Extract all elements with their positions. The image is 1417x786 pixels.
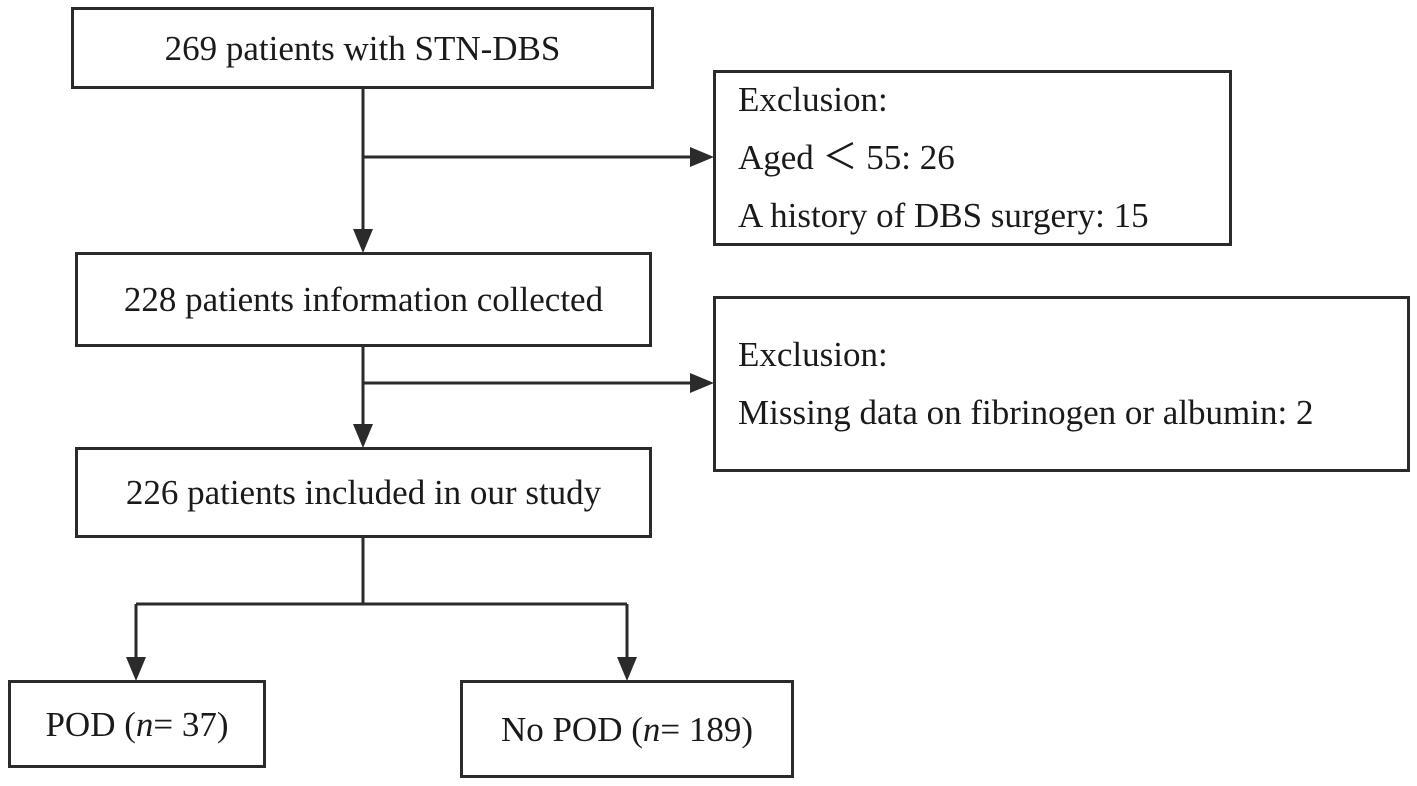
start-text: 269 patients with STN-DBS xyxy=(164,28,561,68)
included-text: 226 patients included in our study xyxy=(125,473,602,512)
exclusion1-age: Aged ＜ 55: 26 xyxy=(738,138,955,177)
pod-n: n xyxy=(135,704,154,744)
arrowhead-right-exclusion2 xyxy=(690,373,714,393)
arrowhead-down-collected xyxy=(353,229,373,253)
arrowhead-right-exclusion1 xyxy=(690,147,714,167)
no-pod-suffix: = 189) xyxy=(660,709,754,749)
arrowhead-down-pod xyxy=(126,657,146,681)
exclusion2-heading: Exclusion: xyxy=(738,335,888,374)
no-pod-box: No POD (n= 189) xyxy=(460,680,794,778)
start-box: 269 patients with STN-DBS xyxy=(71,7,654,89)
exclusion-box-1: Exclusion: Aged ＜ 55: 26 A history of DB… xyxy=(713,70,1232,246)
collected-box: 228 patients information collected xyxy=(75,252,652,347)
arrowhead-down-included xyxy=(353,424,373,448)
pod-suffix: = 37) xyxy=(153,704,229,744)
exclusion2-missing: Missing data on fibrinogen or albumin: 2 xyxy=(738,393,1314,432)
no-pod-n: n xyxy=(642,709,661,749)
no-pod-prefix: No POD ( xyxy=(500,709,643,749)
included-box: 226 patients included in our study xyxy=(75,447,652,538)
pod-prefix: POD ( xyxy=(45,704,136,744)
no-pod-text: No POD (n= 189) xyxy=(501,712,753,747)
pod-text: POD (n= 37) xyxy=(45,707,228,742)
exclusion1-heading: Exclusion: xyxy=(738,80,888,119)
arrowhead-down-no-pod xyxy=(617,657,637,681)
exclusion1-history: A history of DBS surgery: 15 xyxy=(738,196,1149,235)
pod-box: POD (n= 37) xyxy=(8,680,266,768)
collected-text: 228 patients information collected xyxy=(123,280,604,319)
exclusion-box-2: Exclusion: Missing data on fibrinogen or… xyxy=(713,296,1410,472)
